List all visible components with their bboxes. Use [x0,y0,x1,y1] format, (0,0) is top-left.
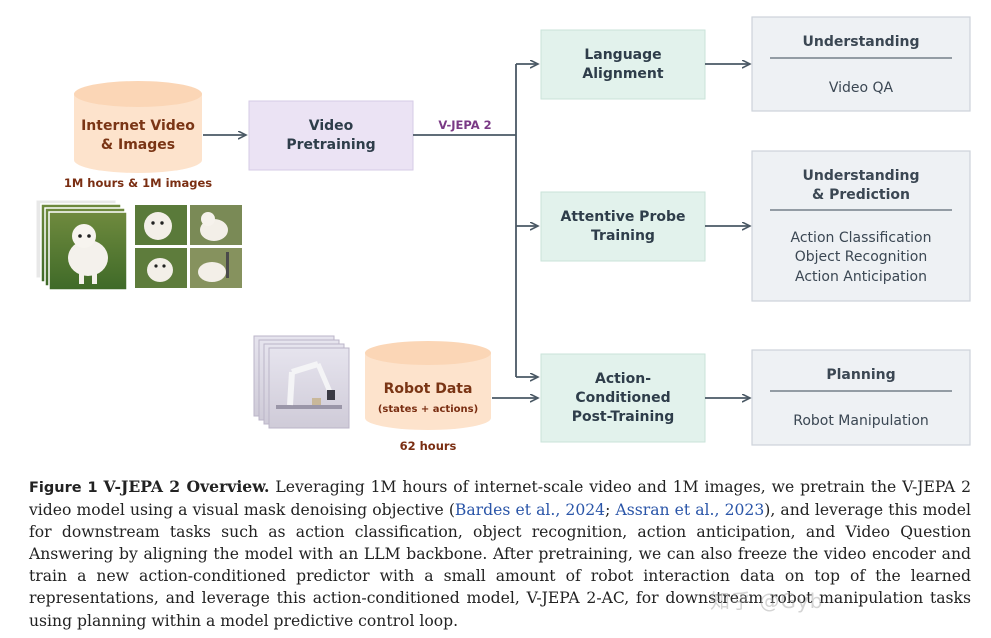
action-conditioned-box: Action- Conditioned Post-Training [540,353,706,443]
figure-label: Figure 1 [29,480,98,496]
understanding-heading: Understanding [802,34,919,50]
internet-video-label: Internet Video [81,118,195,134]
action-label-line2: Conditioned [575,390,670,406]
prediction-heading-line2: & Prediction [812,187,910,203]
planning-panel: Planning Robot Manipulation [751,349,971,446]
video-frames-image [35,199,128,291]
understanding-prediction-panel: Understanding & Prediction Action Classi… [751,150,971,302]
internet-video-label-line2: & Images [101,137,175,153]
caption-text-1: Leveraging 1M hours of internet-scale vi… [29,478,971,520]
prediction-item-object-recognition: Object Recognition [795,249,928,265]
watermark: 知乎 @Gyb [710,589,824,613]
language-label: Language [584,47,661,63]
prediction-item-action-classification: Action Classification [791,230,932,246]
robot-data-amount: 62 hours [400,439,457,453]
video-pretraining-box: Video Pretraining [248,100,414,171]
action-label-line3: Post-Training [572,409,675,425]
prediction-heading: Understanding [802,168,919,184]
probe-label-line2: Training [591,228,655,244]
robot-data-cylinder: Robot Data (states + actions) [365,341,491,430]
figure-caption: Figure 1 V-JEPA 2 Overview. Leveraging 1… [29,476,971,632]
language-label-line2: Alignment [582,66,663,82]
internet-data-amount: 1M hours & 1M images [64,176,212,190]
caption-text-2: ), and leverage this model for downstrea… [29,501,971,630]
planning-item: Robot Manipulation [793,413,929,429]
language-alignment-box: Language Alignment [540,29,706,100]
robot-frames-image [253,335,350,429]
v-jepa-overview-diagram: Internet Video & Images 1M hours & 1M im… [35,16,971,453]
prediction-item-action-anticipation: Action Anticipation [795,269,927,285]
understanding-panel: Understanding Video QA [751,16,971,112]
internet-video-cylinder: Internet Video & Images [74,81,202,173]
action-label: Action- [595,371,651,387]
citation-assran[interactable]: Assran et al., 2023 [615,501,765,520]
figure-title: V-JEPA 2 Overview. [103,477,270,496]
pretraining-label: Video [309,118,354,134]
caption-separator: ; [605,501,616,520]
attentive-probe-box: Attentive Probe Training [540,191,706,262]
robot-data-sublabel: (states + actions) [378,404,478,415]
planning-heading: Planning [826,367,895,383]
robot-data-label: Robot Data [384,381,473,397]
model-label: V-JEPA 2 [438,118,491,132]
probe-label: Attentive Probe [561,209,686,225]
understanding-item: Video QA [829,80,894,96]
pretraining-label-line2: Pretraining [286,137,375,153]
citation-bardes[interactable]: Bardes et al., 2024 [454,501,606,520]
image-grid [135,205,242,288]
